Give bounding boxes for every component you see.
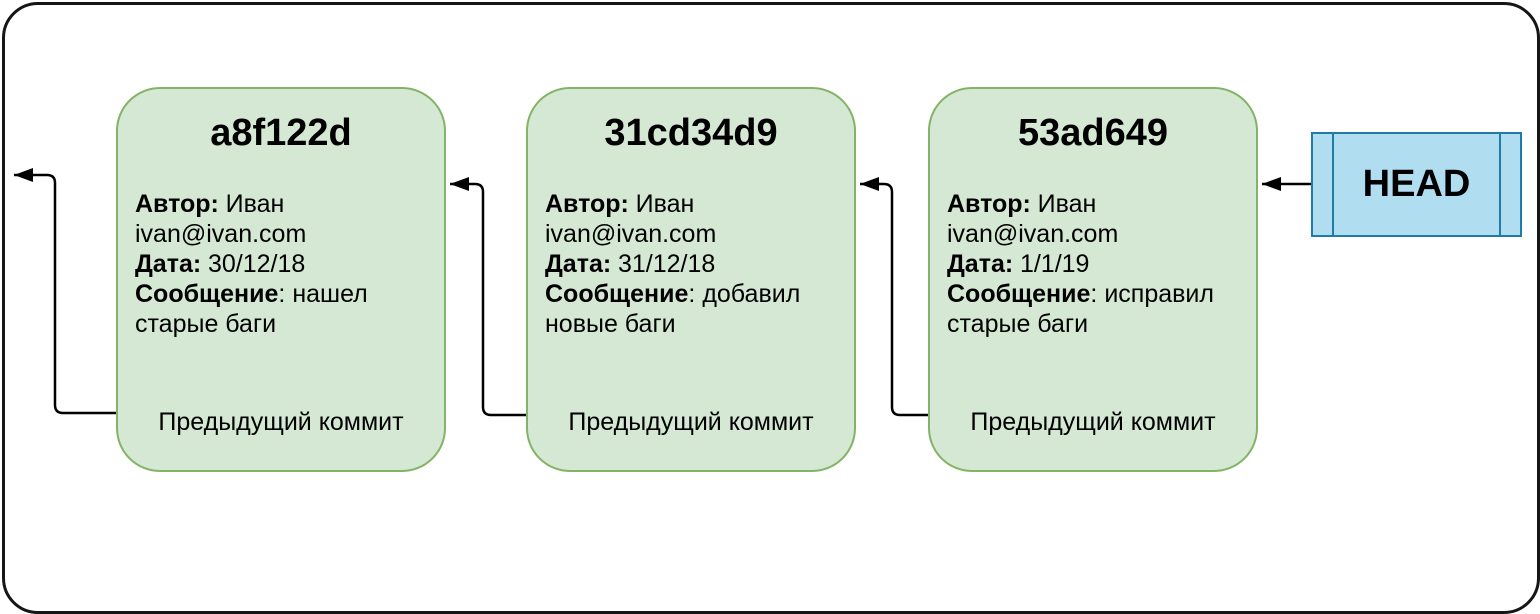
head-box-left-bar <box>1332 134 1334 235</box>
date-value: 31/12/18 <box>617 250 716 278</box>
commit-box-31cd34d9: 31cd34d9 Автор:Иван ivan@ivan.com Дата:3… <box>526 87 856 472</box>
message-label: Сообщение <box>135 280 279 308</box>
message-value: : нашел старые баги <box>135 280 368 338</box>
previous-commit-label: Предыдущий коммит <box>158 408 404 436</box>
message-value: : добавил новые баги <box>545 280 801 338</box>
date-label: Дата: <box>947 250 1014 278</box>
message-label: Сообщение <box>947 280 1091 308</box>
head-pointer-box: HEAD <box>1311 132 1522 237</box>
date-label: Дата: <box>545 250 612 278</box>
author-value: Иван <box>635 190 695 218</box>
head-label: HEAD <box>1362 163 1471 205</box>
author-label: Автор: <box>947 190 1031 218</box>
date-value: 30/12/18 <box>207 250 306 278</box>
commit-details: Автор:Иван ivan@ivan.com Дата:30/12/18 С… <box>135 189 437 339</box>
date-label: Дата: <box>135 250 202 278</box>
head-box-right-bar <box>1499 134 1501 235</box>
previous-commit-label: Предыдущий коммит <box>568 408 814 436</box>
author-label: Автор: <box>545 190 629 218</box>
commit-hash: 53ad649 <box>1017 112 1168 154</box>
date-value: 1/1/19 <box>1019 250 1090 278</box>
email-value: ivan@ivan.com <box>135 220 307 248</box>
email-value: ivan@ivan.com <box>545 220 717 248</box>
previous-commit-label: Предыдущий коммит <box>970 408 1216 436</box>
message-value: : исправил старые баги <box>947 280 1214 338</box>
author-value: Иван <box>225 190 285 218</box>
email-value: ivan@ivan.com <box>947 220 1119 248</box>
commit-details: Автор:Иван ivan@ivan.com Дата:31/12/18 С… <box>545 189 847 339</box>
commit-hash: a8f122d <box>210 112 352 154</box>
commit-box-53ad649: 53ad649 Автор:Иван ivan@ivan.com Дата:1/… <box>928 87 1258 472</box>
message-label: Сообщение <box>545 280 689 308</box>
commit-hash: 31cd34d9 <box>604 112 778 154</box>
commit-box-a8f122d: a8f122d Автор:Иван ivan@ivan.com Дата:30… <box>116 87 446 472</box>
commit-details: Автор:Иван ivan@ivan.com Дата:1/1/19 Соо… <box>947 189 1249 339</box>
author-value: Иван <box>1037 190 1097 218</box>
author-label: Автор: <box>135 190 219 218</box>
